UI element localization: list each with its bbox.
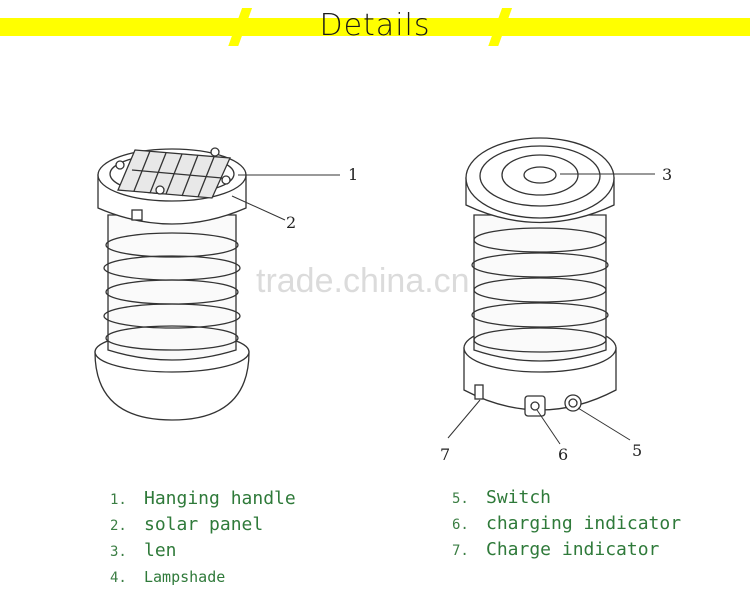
- callout-5: 5: [632, 441, 642, 460]
- legend-label: charging indicator: [486, 513, 682, 534]
- screw: [155, 185, 165, 195]
- charge-port: [474, 384, 484, 400]
- charging-indicator: [524, 395, 546, 417]
- watermark-text: trade.china.cn: [256, 262, 470, 300]
- legend-item: 4.Lampshade: [110, 568, 226, 586]
- screw: [115, 160, 125, 170]
- banner-slash-right: [488, 8, 513, 46]
- legend-label: Charge indicator: [486, 539, 660, 560]
- page-title: Details: [319, 8, 431, 43]
- legend-item: 3.len: [110, 540, 177, 561]
- callout-1: 1: [348, 165, 358, 184]
- lens: [523, 166, 557, 184]
- legend-item: 5.Switch: [452, 487, 552, 508]
- screw: [221, 175, 231, 185]
- header-banner: [0, 8, 750, 46]
- lampshade-bellows: [471, 214, 609, 362]
- legend-label: Switch: [486, 487, 552, 508]
- legend-label: len: [144, 540, 177, 561]
- callout-7: 7: [440, 445, 450, 464]
- solar-panel: [117, 149, 231, 199]
- legend-item: 2.solar panel: [110, 514, 264, 535]
- legend-label: Hanging handle: [144, 488, 296, 509]
- callout-3: 3: [662, 165, 672, 184]
- banner-slash-left: [228, 8, 253, 46]
- legend-label: Lampshade: [144, 568, 226, 586]
- legend-label: solar panel: [144, 514, 264, 535]
- legend-item: 1.Hanging handle: [110, 488, 296, 509]
- callout-2: 2: [286, 213, 296, 232]
- legend-item: 6.charging indicator: [452, 513, 682, 534]
- legend-right: 5.Switch 6.charging indicator 7.Charge i…: [452, 485, 681, 563]
- banner-stripe: [0, 18, 750, 36]
- callout-6: 6: [558, 445, 568, 464]
- right-lantern: [463, 137, 617, 417]
- lens-ring-outer: [479, 145, 601, 207]
- switch-button: [564, 394, 582, 412]
- lampshade-bellows: [103, 214, 241, 361]
- legend-item: 7.Charge indicator: [452, 539, 660, 560]
- leader-lines: [231, 173, 655, 445]
- lens-ring-inner: [501, 154, 579, 196]
- screw: [210, 147, 220, 157]
- left-lantern: [94, 147, 250, 421]
- hanging-handle: [131, 209, 143, 221]
- legend-left: 1.Hanging handle 2.solar panel 3.len 4.L…: [110, 486, 296, 590]
- top-cap: [465, 137, 615, 219]
